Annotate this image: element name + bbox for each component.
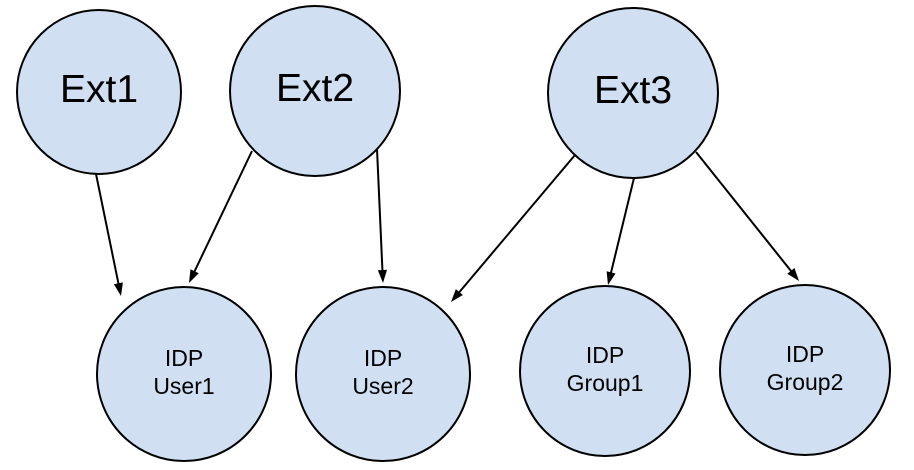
edge-line <box>95 173 120 286</box>
edge-ext2-to-idp-user2 <box>376 148 388 283</box>
arrowhead-icon <box>451 289 463 302</box>
arrowhead-icon <box>787 267 799 281</box>
arrowhead-icon <box>377 269 388 283</box>
node-shape[interactable] <box>16 9 182 175</box>
arrowhead-icon <box>606 271 616 285</box>
edge-line <box>457 154 576 295</box>
edge-line <box>609 177 635 275</box>
arrowhead-icon <box>189 269 199 283</box>
node-shape[interactable] <box>96 286 272 462</box>
edge-ext3-to-idp-group1 <box>606 177 635 285</box>
node-shape[interactable] <box>719 284 891 456</box>
node-ext1[interactable]: Ext1 <box>16 9 182 175</box>
edge-ext2-to-idp-user1 <box>189 150 253 283</box>
node-ext2[interactable]: Ext2 <box>229 5 401 177</box>
edge-ext3-to-idp-user2 <box>451 154 576 302</box>
arrowhead-icon <box>113 282 123 296</box>
edge-ext3-to-idp-group2 <box>695 151 799 281</box>
edge-line <box>376 148 384 273</box>
node-shape[interactable] <box>229 5 401 177</box>
edge-ext1-to-idp-user1 <box>95 173 123 296</box>
node-shape[interactable] <box>547 7 719 179</box>
node-ext3[interactable]: Ext3 <box>547 7 719 179</box>
edge-line <box>695 151 793 274</box>
edge-line <box>192 150 253 274</box>
node-shape[interactable] <box>519 285 691 457</box>
node-shape[interactable] <box>295 286 471 462</box>
edges-layer <box>95 148 799 302</box>
